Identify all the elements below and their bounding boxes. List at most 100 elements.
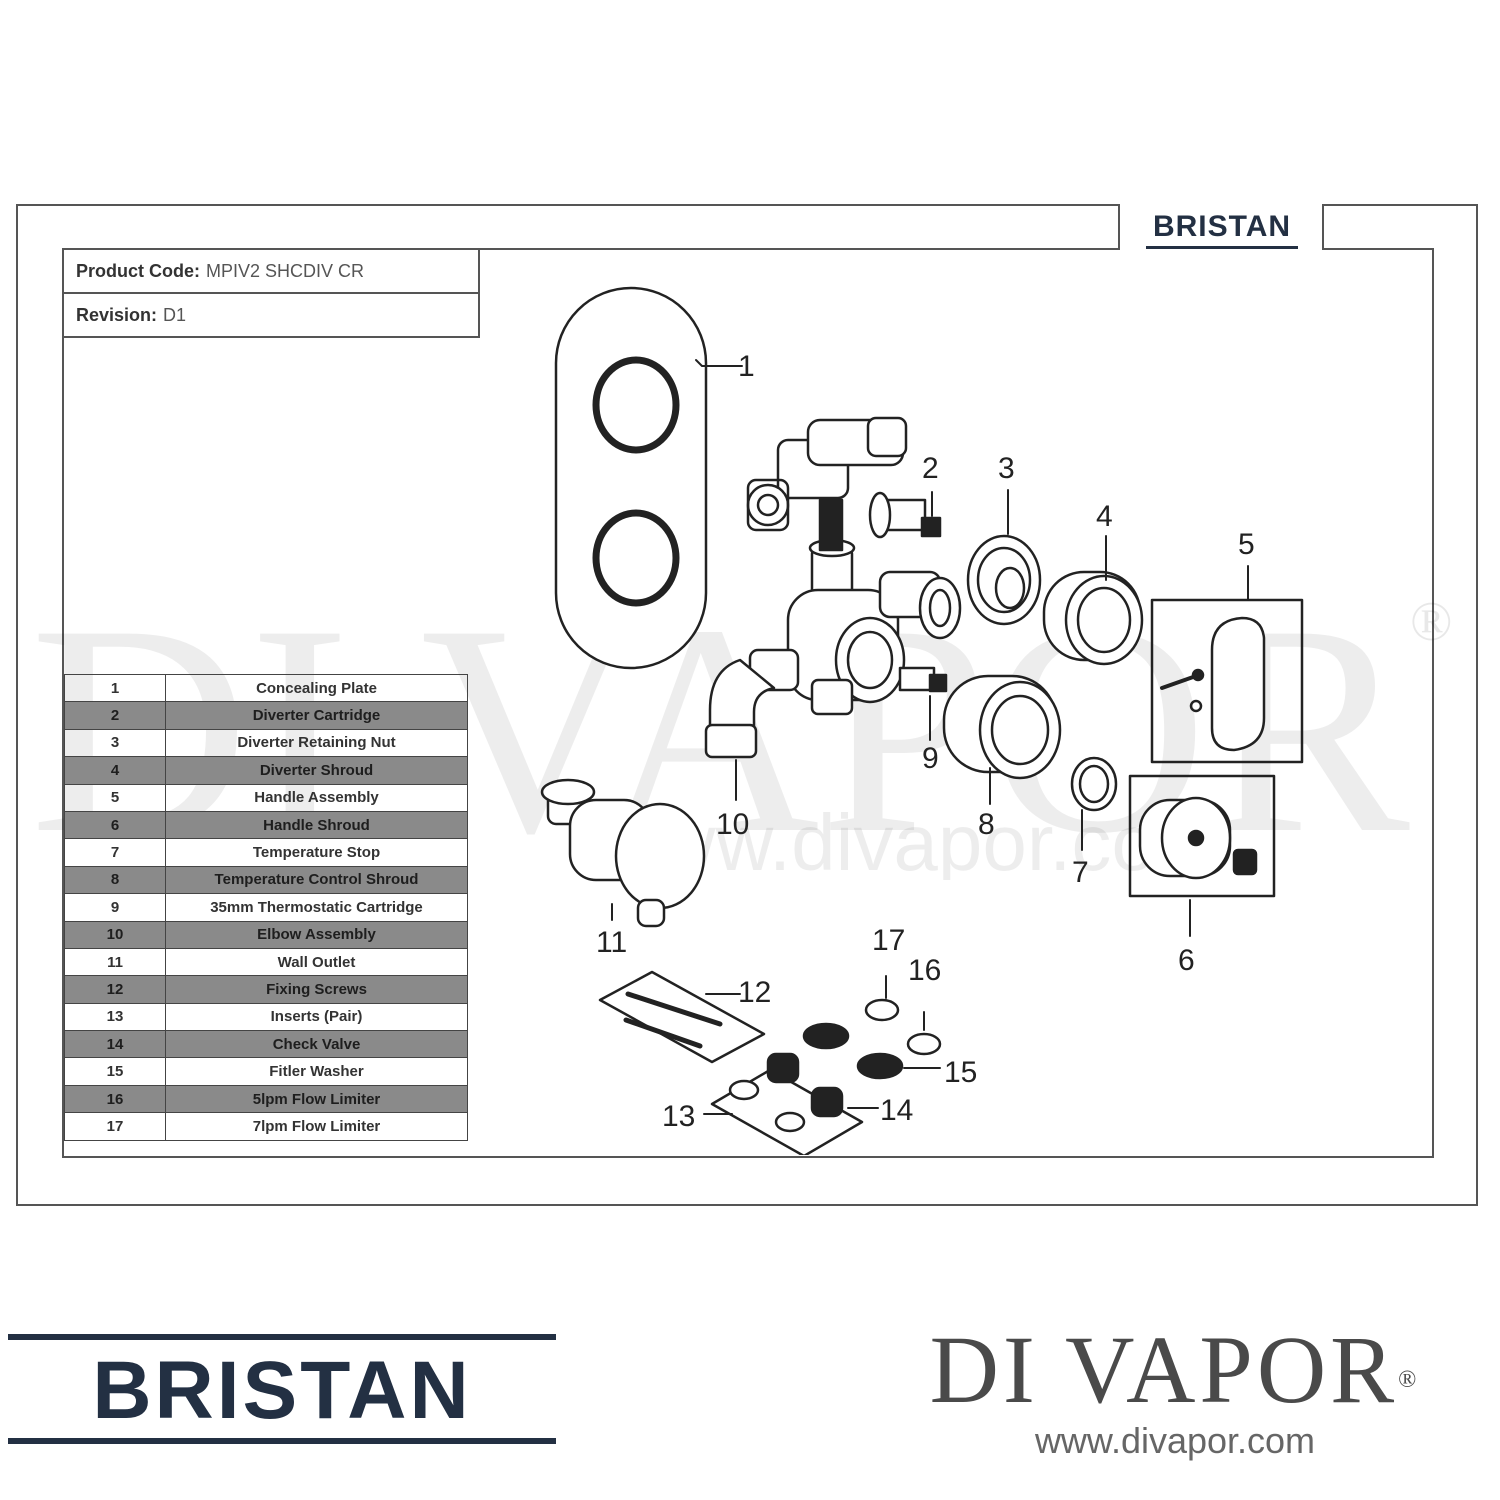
callout-10: 10 [716, 808, 749, 841]
part-number: 11 [64, 947, 166, 977]
callout-16: 16 [908, 954, 941, 987]
part-number: 7 [64, 838, 166, 867]
part-number: 4 [64, 756, 166, 785]
part-name: Diverter Shroud [165, 756, 468, 785]
leader-lines [611, 359, 1249, 1115]
part-name: Fitler Washer [165, 1057, 468, 1086]
wall-outlet [540, 778, 706, 928]
part-name: Handle Assembly [165, 783, 468, 812]
callout-9: 9 [922, 742, 939, 775]
callout-1: 1 [738, 350, 755, 383]
part-number: 6 [64, 810, 166, 840]
part-name: Wall Outlet [165, 947, 468, 977]
footer-bristan-logo: BRISTAN [8, 1334, 556, 1444]
part-number: 15 [64, 1057, 166, 1086]
fixing-screws [598, 970, 766, 1064]
exploded-diagram: 1 2 3 4 5 6 7 8 9 10 11 12 13 14 15 16 1… [540, 286, 1304, 1155]
part-name: 5lpm Flow Limiter [165, 1084, 468, 1114]
part-name: Diverter Cartridge [165, 701, 468, 730]
part-number: 16 [64, 1084, 166, 1114]
callout-6: 6 [1178, 944, 1195, 977]
diverter-retaining-nut [966, 534, 1042, 626]
header-brand-text: BRISTAN [1152, 210, 1292, 243]
callout-5: 5 [1238, 528, 1255, 561]
part-name: Concealing Plate [165, 673, 468, 703]
check-valves [766, 1052, 844, 1118]
elbow-assembly [704, 658, 776, 759]
diverter-cartridge [868, 491, 942, 539]
header-brand-logo: BRISTAN [1122, 206, 1322, 249]
footer-divapor-reg: ® [1398, 1367, 1421, 1393]
temperature-stop [1070, 756, 1118, 812]
product-code-value: MPIV2 SHCDIV CR [206, 260, 365, 281]
part-number: 12 [64, 975, 166, 1004]
product-info-box: Product Code: MPIV2 SHCDIV CR Revision: … [62, 248, 480, 338]
callout-13: 13 [662, 1100, 695, 1133]
part-number: 17 [64, 1112, 166, 1141]
part-name: Temperature Control Shroud [165, 865, 468, 895]
filter-washers [802, 1022, 904, 1080]
part-name: 7lpm Flow Limiter [165, 1112, 468, 1141]
footer-divapor-wordmark: DI VAPOR® [860, 1320, 1490, 1420]
diverter-shroud [1042, 570, 1144, 666]
concealing-plate [554, 286, 708, 670]
part-number: 10 [64, 920, 166, 949]
revision-row: Revision: D1 [64, 294, 478, 336]
callout-3: 3 [998, 452, 1015, 485]
flow-limiters [864, 998, 942, 1056]
inserts-pair [710, 1068, 864, 1155]
thermostatic-cartridge [898, 666, 948, 693]
footer-brand-bottom-rule [8, 1438, 556, 1444]
part-number: 8 [64, 865, 166, 895]
handle-shroud [1128, 774, 1276, 898]
footer-divapor-text: DI VAPOR [929, 1316, 1399, 1423]
temperature-control-shroud [942, 674, 1062, 780]
callout-11: 11 [596, 926, 627, 959]
part-name: Inserts (Pair) [165, 1002, 468, 1032]
footer-brand-text: BRISTAN [92, 1345, 472, 1436]
handle-assembly [1150, 598, 1304, 764]
part-number: 1 [64, 673, 166, 703]
callout-7: 7 [1072, 856, 1089, 889]
callout-8: 8 [978, 808, 995, 841]
drawing-inner-border [62, 248, 1434, 1158]
product-code-row: Product Code: MPIV2 SHCDIV CR [64, 250, 478, 294]
callout-14: 14 [880, 1094, 913, 1127]
revision-label: Revision: [76, 304, 158, 325]
footer-brand-top-rule [8, 1334, 556, 1340]
callout-15: 15 [944, 1056, 977, 1089]
callout-2: 2 [922, 452, 939, 485]
callout-labels: 1 2 3 4 5 6 7 8 9 10 11 12 13 14 15 16 1… [596, 350, 1255, 1133]
part-number: 9 [64, 893, 166, 922]
revision-value: D1 [163, 304, 187, 325]
callout-12: 12 [738, 976, 771, 1009]
part-name: Elbow Assembly [165, 920, 468, 949]
footer-divapor-logo: DI VAPOR® www.divapor.com [860, 1320, 1490, 1490]
part-name: Fixing Screws [165, 975, 468, 1004]
drawing-frame [16, 204, 1478, 1206]
valve-body [746, 416, 962, 716]
callout-4: 4 [1096, 500, 1113, 533]
part-number: 13 [64, 1002, 166, 1032]
part-number: 3 [64, 728, 166, 758]
part-name: 35mm Thermostatic Cartridge [165, 893, 468, 922]
part-name: Check Valve [165, 1030, 468, 1059]
part-number: 14 [64, 1030, 166, 1059]
part-name: Temperature Stop [165, 838, 468, 867]
